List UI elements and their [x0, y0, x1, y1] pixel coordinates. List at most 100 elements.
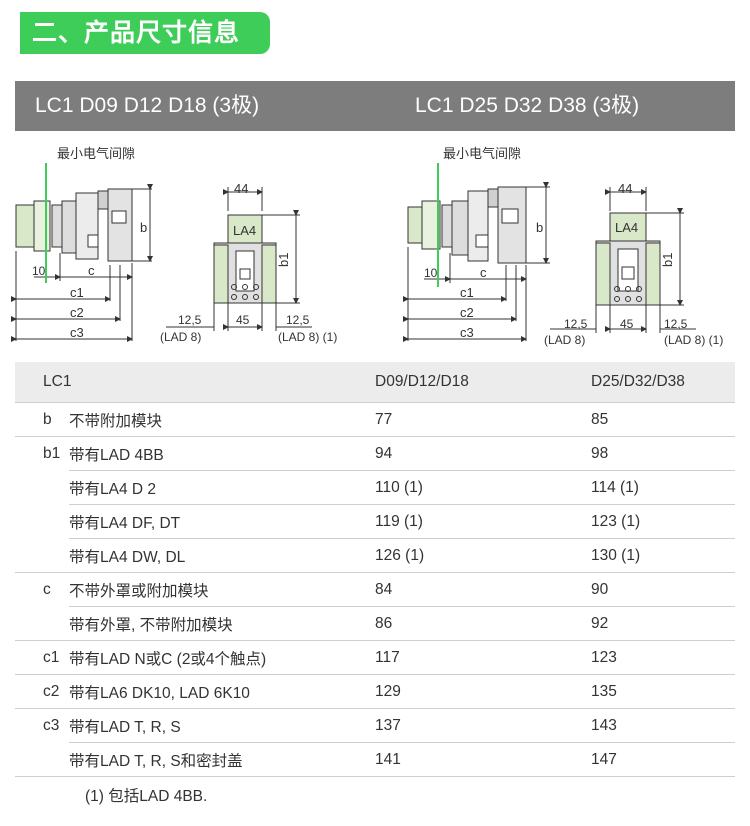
row-code: c — [43, 580, 51, 598]
right-dim-c3: c3 — [460, 325, 474, 340]
row-code — [15, 471, 69, 505]
header-col2: D25/D32/D38 — [576, 362, 735, 403]
row-value-1: 141 — [363, 742, 576, 777]
row-desc: 带有LA6 DK10, LAD 6K10 — [69, 674, 363, 709]
right-front-view — [550, 187, 696, 333]
left-dim-b: b — [140, 220, 147, 235]
row-desc: 带有LA4 DW, DL — [69, 538, 363, 573]
left-dim-10: 10 — [32, 264, 46, 278]
table-row: 带有LAD T, R, S和密封盖 141 147 — [15, 742, 735, 777]
row-value-2: 92 — [576, 606, 735, 641]
row-value-1: 129 — [363, 674, 576, 709]
row-value-2: 123 — [576, 640, 735, 675]
right-dim-b1: b1 — [660, 253, 675, 267]
right-dim-c1: c1 — [460, 285, 474, 300]
dimension-table: LC1 D09/D12/D18 D25/D32/D38 b 不带附加模块 77 … — [15, 362, 735, 813]
row-code: c2 — [15, 674, 69, 709]
right-dim-c2: c2 — [460, 305, 474, 320]
left-dim-125a: 12,5 — [178, 313, 202, 327]
left-la4-label: LA4 — [233, 223, 256, 238]
row-value-2: 123 (1) — [576, 504, 735, 539]
row-value-1: 117 — [363, 640, 576, 675]
right-side-view — [403, 182, 550, 342]
table-row: 带有LA4 DW, DL 126 (1) 130 (1) — [15, 538, 735, 573]
right-dim-c: c — [480, 265, 487, 280]
row-desc: 带有LAD 4BB — [69, 436, 363, 471]
row-code — [15, 505, 69, 539]
row-code: c3 — [43, 716, 60, 734]
left-lad8-a: (LAD 8) — [160, 330, 201, 344]
row-value-1: 126 (1) — [363, 538, 576, 573]
row-value-1: 94 — [363, 436, 576, 471]
left-dim-c: c — [88, 263, 95, 278]
table-row: b1 带有LAD 4BB 94 98 — [15, 436, 735, 471]
model-header-left: LC1 D09 D12 D18 (3极) — [35, 94, 260, 117]
table-row: c1 带有LAD N或C (2或4个触点) 117 123 — [15, 640, 735, 675]
header-lc1: LC1 — [15, 362, 363, 403]
right-dim-125a: 12,5 — [564, 317, 588, 331]
left-dim-45: 45 — [236, 313, 250, 327]
table-row: 带有LA4 DF, DT 119 (1) 123 (1) — [15, 504, 735, 539]
left-dim-c2: c2 — [70, 305, 84, 320]
row-value-1: 86 — [363, 606, 576, 641]
row-value-2: 90 — [576, 572, 735, 607]
left-dim-125b: 12,5 — [286, 313, 310, 327]
right-lad8-b: (LAD 8) (1) — [664, 333, 723, 347]
right-dim-10: 10 — [424, 266, 438, 280]
row-code — [15, 742, 69, 777]
row-code: b1 — [43, 444, 61, 462]
row-value-1: 110 (1) — [363, 470, 576, 505]
table-row: b 不带附加模块 77 85 — [15, 402, 735, 437]
right-lad8-a: (LAD 8) — [544, 333, 585, 347]
left-min-gap-label: 最小电气间隙 — [57, 146, 135, 161]
footnote-row: (1) 包括LAD 4BB. — [15, 777, 735, 814]
table-header-row: LC1 D09/D12/D18 D25/D32/D38 — [15, 362, 735, 403]
table-row: 带有外罩, 不带附加模块 86 92 — [15, 606, 735, 641]
left-dim-b1: b1 — [276, 253, 291, 267]
row-value-1: 119 (1) — [363, 504, 576, 539]
section-title: 二、产品尺寸信息 — [20, 12, 270, 54]
row-value-2: 130 (1) — [576, 538, 735, 573]
table-row: c 不带外罩或附加模块 84 90 — [15, 572, 735, 607]
left-front-view — [166, 187, 312, 331]
table-row: c2 带有LA6 DK10, LAD 6K10 129 135 — [15, 674, 735, 709]
row-value-2: 147 — [576, 742, 735, 777]
row-code: c1 — [15, 640, 69, 675]
header-col1: D09/D12/D18 — [363, 362, 576, 403]
table-row: c3 带有LAD T, R, S 137 143 — [15, 708, 735, 743]
right-dim-45: 45 — [620, 317, 634, 331]
model-header-band: LC1 D09 D12 D18 (3极) LC1 D25 D32 D38 (3极… — [15, 81, 735, 131]
row-value-2: 143 — [576, 708, 735, 743]
row-code: b — [15, 402, 69, 437]
right-min-gap-label: 最小电气间隙 — [443, 146, 521, 161]
left-dim-c3: c3 — [70, 325, 84, 340]
row-desc: 带有外罩, 不带附加模块 — [69, 606, 363, 641]
model-header-right: LC1 D25 D32 D38 (3极) — [415, 94, 640, 117]
right-la4-label: LA4 — [615, 220, 638, 235]
right-dim-125b: 12,5 — [664, 317, 688, 331]
left-dim-44: 44 — [234, 181, 248, 196]
table-row: 带有LA4 D 2 110 (1) 114 (1) — [15, 470, 735, 505]
right-dim-b: b — [536, 220, 543, 235]
row-value-2: 114 (1) — [576, 470, 735, 505]
dimension-drawings: 最小电气间隙 b 10 c c1 c2 c3 44 LA4 b1 12,5 45 — [11, 146, 723, 347]
left-dim-c1: c1 — [70, 285, 84, 300]
row-desc: 带有LA4 DF, DT — [69, 504, 363, 539]
row-desc: 带有LA4 D 2 — [69, 470, 363, 505]
row-value-1: 77 — [363, 402, 576, 437]
row-desc: 带有LAD T, R, S和密封盖 — [69, 742, 363, 777]
row-desc: 不带附加模块 — [69, 402, 363, 437]
left-lad8-b: (LAD 8) (1) — [278, 330, 337, 344]
row-code — [15, 538, 69, 573]
row-value-2: 85 — [576, 402, 735, 437]
footnote: (1) 包括LAD 4BB. — [85, 788, 208, 805]
row-desc: 带有LAD T, R, S — [69, 708, 363, 743]
row-code — [15, 606, 69, 641]
row-value-1: 84 — [363, 572, 576, 607]
row-desc: 带有LAD N或C (2或4个触点) — [69, 640, 363, 675]
right-dim-44: 44 — [618, 181, 632, 196]
row-desc: 不带外罩或附加模块 — [69, 572, 363, 607]
row-value-2: 135 — [576, 674, 735, 709]
row-value-2: 98 — [576, 436, 735, 471]
row-value-1: 137 — [363, 708, 576, 743]
